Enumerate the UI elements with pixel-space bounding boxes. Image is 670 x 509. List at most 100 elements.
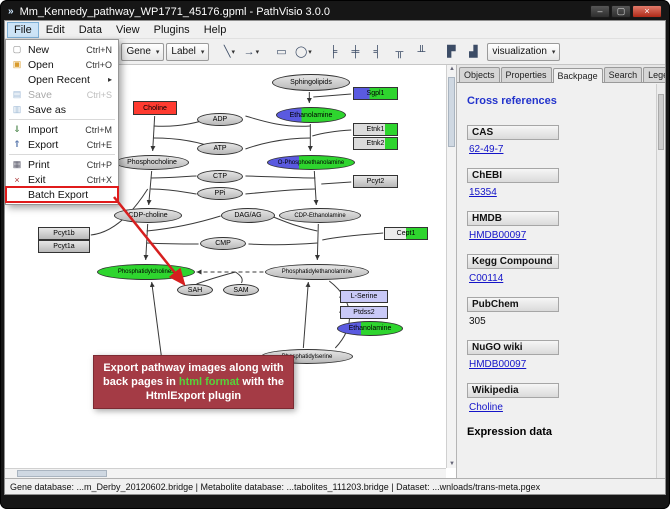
menu-separator — [9, 154, 115, 155]
pathway-node-phosphatidylethanolamine[interactable]: Phosphatidylethanolamine — [265, 264, 369, 280]
pathway-node-pcyt1b[interactable]: Pcyt1b — [38, 227, 90, 240]
close-button[interactable]: × — [632, 5, 662, 18]
callout-text: Export pathway images along with back pa… — [103, 362, 284, 389]
align-center-horizontal-icon[interactable]: ╪ — [345, 42, 365, 62]
pathway-node-adp[interactable]: ADP — [197, 113, 243, 126]
crossref-link[interactable]: C00114 — [469, 273, 504, 284]
crossref-link[interactable]: 15354 — [469, 187, 497, 198]
pathway-node-ctp[interactable]: CTP — [197, 170, 243, 183]
file-menu-item-open-recent[interactable]: Open Recent▸ — [6, 72, 118, 87]
menu-item-label: Open — [28, 58, 54, 71]
horizontal-scroll-thumb[interactable] — [17, 470, 107, 477]
crossref-link[interactable]: HMDB00097 — [469, 230, 527, 241]
pathway-node-ethanolamine[interactable]: Ethanolamine — [276, 107, 346, 123]
pathway-node-pcyt1a[interactable]: Pcyt1a — [38, 240, 90, 253]
pathway-node-ethanolamine[interactable]: Ethanolamine — [337, 321, 403, 336]
sidebar-scroll-thumb[interactable] — [658, 94, 664, 150]
canvas-horizontal-scrollbar[interactable] — [5, 468, 446, 478]
align-bottom-icon-glyph: ╨ — [417, 45, 426, 58]
node-label: DAG/AG — [234, 212, 262, 219]
pathway-node-phosphatidylcholines[interactable]: Phosphatidylcholines — [97, 264, 195, 280]
tab-properties[interactable]: Properties — [500, 67, 552, 82]
align-right-icon[interactable]: ╡ — [367, 42, 387, 62]
tab-search[interactable]: Search — [603, 67, 643, 82]
crossref-link[interactable]: Choline — [469, 402, 503, 413]
visualization-select[interactable]: visualization▾ — [487, 42, 561, 61]
align-bottom-icon[interactable]: ╨ — [411, 42, 431, 62]
file-menu-item-save-as[interactable]: ▥Save as — [6, 102, 118, 117]
pathway-node-cdp-ethanolamine[interactable]: CDP-Ethanolamine — [279, 208, 361, 223]
tab-backpage[interactable]: Backpage — [552, 68, 603, 83]
pathway-node-sphingolipids[interactable]: Sphingolipids — [272, 74, 350, 91]
pathway-node-etnk1[interactable]: Etnk1 — [353, 123, 398, 136]
tab-legend[interactable]: Legend — [643, 67, 665, 82]
line-tool-icon[interactable]: ╲▾ — [219, 42, 239, 62]
window-controls: – ▢ × — [590, 5, 662, 18]
bring-to-front-icon[interactable]: ▛ — [441, 42, 461, 62]
pathway-node-sam[interactable]: SAM — [223, 284, 259, 296]
crossref-link[interactable]: HMDB00097 — [469, 359, 527, 370]
pathway-node-pcyt2[interactable]: Pcyt2 — [353, 175, 398, 188]
label-select[interactable]: Label ▾ — [166, 42, 210, 61]
maximize-button[interactable]: ▢ — [611, 5, 631, 18]
node-label: CTP — [213, 173, 227, 180]
minimize-button[interactable]: – — [590, 5, 610, 18]
node-label: ADP — [212, 116, 228, 123]
canvas-vertical-scrollbar[interactable]: ▲ ▼ — [446, 65, 456, 468]
pathway-node-cdp-choline[interactable]: CDP-choline — [114, 208, 182, 223]
rectangle-tool-icon-glyph: ▭ — [276, 46, 287, 58]
menubar-item-file[interactable]: File — [7, 21, 39, 38]
pathway-node-atp[interactable]: ATP — [197, 142, 243, 155]
pathway-node-ptdss2[interactable]: Ptdss2 — [340, 306, 388, 319]
align-left-icon[interactable]: ╞ — [323, 42, 343, 62]
pathway-node-cmp[interactable]: CMP — [200, 237, 246, 250]
pathway-node-l-serine[interactable]: L-Serine — [340, 290, 388, 303]
rectangle-tool-icon[interactable]: ▭ — [271, 42, 291, 62]
ellipse-tool-icon[interactable]: ◯▾ — [293, 42, 313, 62]
gene-type-select[interactable]: Gene▾ — [121, 42, 165, 61]
arrow-tool-icon[interactable]: →▾ — [241, 42, 261, 62]
label-select-value: Label — [171, 46, 196, 57]
pathway-node-cept1[interactable]: Cept1 — [384, 227, 428, 240]
sidebar-tabs: ObjectsPropertiesBackpageSearchLegend — [457, 65, 665, 83]
crossref-link[interactable]: 62-49-7 — [469, 144, 504, 155]
sidebar-scrollbar[interactable] — [656, 84, 665, 478]
pathway-node-sgpl1[interactable]: Sgpl1 — [353, 87, 398, 100]
title-bar[interactable]: » Mm_Kennedy_pathway_WP1771_45176.gpml -… — [4, 3, 666, 20]
menubar-item-plugins[interactable]: Plugins — [153, 23, 190, 36]
chevron-down-icon: ▾ — [551, 48, 556, 56]
send-to-back-icon[interactable]: ▟ — [463, 42, 483, 62]
menubar-item-data[interactable]: Data — [78, 23, 102, 36]
scroll-down-icon[interactable]: ▼ — [449, 461, 455, 467]
node-label: CMP — [215, 240, 231, 247]
pathway-node-o-phosphoethanolamine[interactable]: O-Phosphoethanolamine — [267, 155, 355, 170]
vertical-scroll-thumb[interactable] — [448, 77, 455, 147]
pathway-node-sah[interactable]: SAH — [177, 284, 213, 296]
menu-shortcut: Ctrl+E — [86, 139, 112, 150]
scroll-up-icon[interactable]: ▲ — [449, 66, 455, 72]
print-icon: ▦ — [12, 159, 22, 169]
file-menu-item-batch-export[interactable]: Batch Export — [5, 186, 119, 203]
menubar-item-view[interactable]: View — [115, 23, 140, 36]
pathway-node-choline[interactable]: Choline — [133, 101, 177, 115]
align-top-icon[interactable]: ╥ — [389, 42, 409, 62]
pathway-node-etnk2[interactable]: Etnk2 — [353, 137, 398, 150]
pathway-node-phosphocholine[interactable]: Phosphocholine — [115, 155, 189, 170]
align-center-horizontal-icon-glyph: ╪ — [351, 45, 360, 58]
chevron-down-icon: ▾ — [200, 48, 205, 56]
tab-objects[interactable]: Objects — [459, 67, 500, 82]
pathway-node-ppi[interactable]: PPi — [197, 187, 243, 200]
node-label: Cept1 — [396, 230, 416, 237]
pathway-node-dag-ag[interactable]: DAG/AG — [221, 208, 275, 223]
menubar-item-edit[interactable]: Edit — [45, 23, 65, 36]
menubar-item-help[interactable]: Help — [203, 23, 227, 36]
